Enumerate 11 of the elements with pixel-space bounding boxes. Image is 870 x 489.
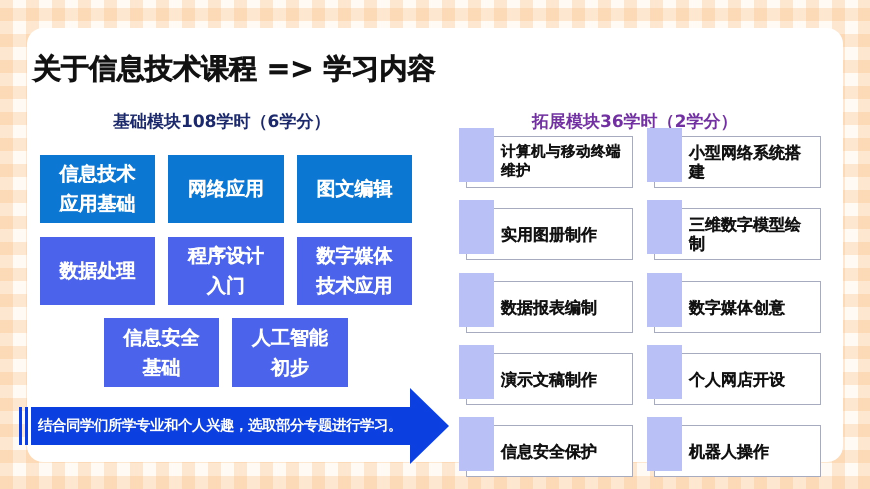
block-arrow: 结合同学们所学专业和个人兴趣，选取部分专题进行学习。 xyxy=(19,388,449,464)
module-box: 网络应用 xyxy=(168,155,284,223)
module-box: 数据处理 xyxy=(40,237,155,305)
module-box: 数字媒体技术应用 xyxy=(297,237,412,305)
module-box: 人工智能初步 xyxy=(232,318,348,387)
module-box: 程序设计入门 xyxy=(168,237,284,305)
module-box: 信息安全基础 xyxy=(104,318,219,387)
section-heading: 基础模块108学时（6学分） xyxy=(113,111,330,133)
module-box: 信息技术应用基础 xyxy=(40,155,155,223)
module-box: 图文编辑 xyxy=(297,155,412,223)
title: 关于信息技术课程 => 学习内容 xyxy=(33,51,436,87)
